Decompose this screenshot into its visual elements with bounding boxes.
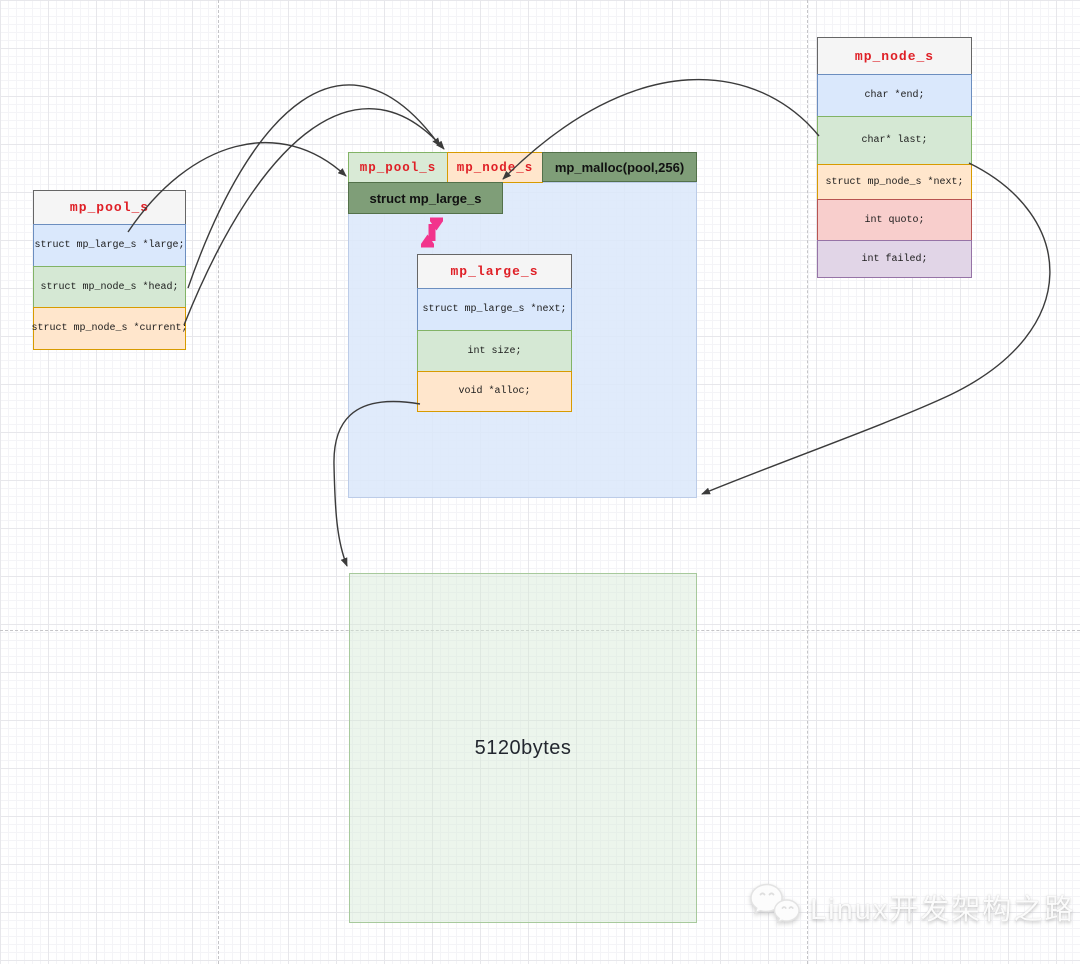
field-size: int size; (417, 330, 572, 372)
mp-node-title: mp_node_s (817, 37, 972, 75)
field-last: char* last; (817, 116, 972, 165)
page-break-horizontal (0, 630, 1080, 631)
field-current: struct mp_node_s *current; (31, 307, 188, 350)
mp-large-title: mp_large_s (417, 254, 572, 289)
field-quoto: int quoto; (817, 199, 972, 241)
watermark: Linux开发架构之路 (748, 882, 1075, 932)
field-alloc: void *alloc; (417, 371, 572, 412)
field-end: char *end; (817, 74, 972, 117)
malloc-call-cell: mp_malloc(pool,256) (542, 152, 697, 182)
field-node-next: struct mp_node_s *next; (817, 164, 972, 200)
page-break-vertical-right (807, 0, 808, 964)
memory-size-label: 5120bytes (474, 736, 572, 759)
field-large: struct mp_large_s *large; (33, 224, 186, 267)
mp-pool-struct-box: mp_pool_s struct mp_large_s *large; stru… (31, 190, 188, 350)
node-header-cell: mp_node_s (447, 152, 543, 183)
page-break-vertical-left (218, 0, 219, 964)
watermark-text: Linux开发架构之路 (810, 894, 1076, 926)
mp-node-struct-box: mp_node_s char *end; char* last; struct … (817, 37, 972, 278)
struct-large-cell: struct mp_large_s (348, 182, 503, 214)
field-failed: int failed; (817, 240, 972, 278)
mp-pool-title: mp_pool_s (33, 190, 186, 225)
field-head: struct mp_node_s *head; (33, 266, 186, 308)
wechat-logo-icon (750, 883, 800, 924)
mp-large-struct-box: mp_large_s struct mp_large_s *next; int … (417, 254, 572, 412)
field-next: struct mp_large_s *next; (417, 288, 572, 331)
large-memory-block: 5120bytes (349, 573, 697, 923)
pool-header-cell: mp_pool_s (348, 152, 448, 183)
